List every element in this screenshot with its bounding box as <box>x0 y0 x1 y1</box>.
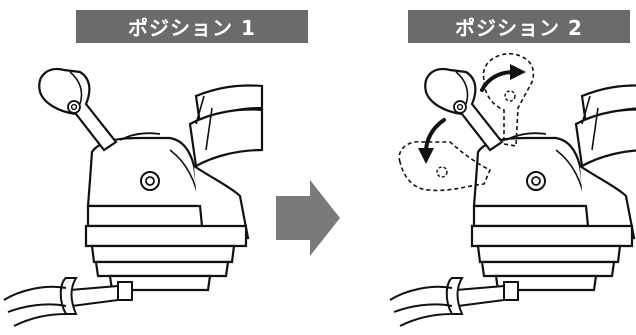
right-arrow-icon <box>276 180 340 256</box>
lever-position-down <box>398 140 492 192</box>
position-2-label: ポジション 2 <box>408 10 630 43</box>
shifter-position-2 <box>388 53 636 328</box>
position-1-label: ポジション 1 <box>76 10 308 43</box>
curved-arrow-up-icon <box>480 70 516 92</box>
curved-arrow-down-icon <box>424 118 446 154</box>
shifter-position-1 <box>2 67 264 328</box>
position-2-label-text: ポジション 2 <box>455 16 583 40</box>
position-1-label-text: ポジション 1 <box>128 16 256 40</box>
